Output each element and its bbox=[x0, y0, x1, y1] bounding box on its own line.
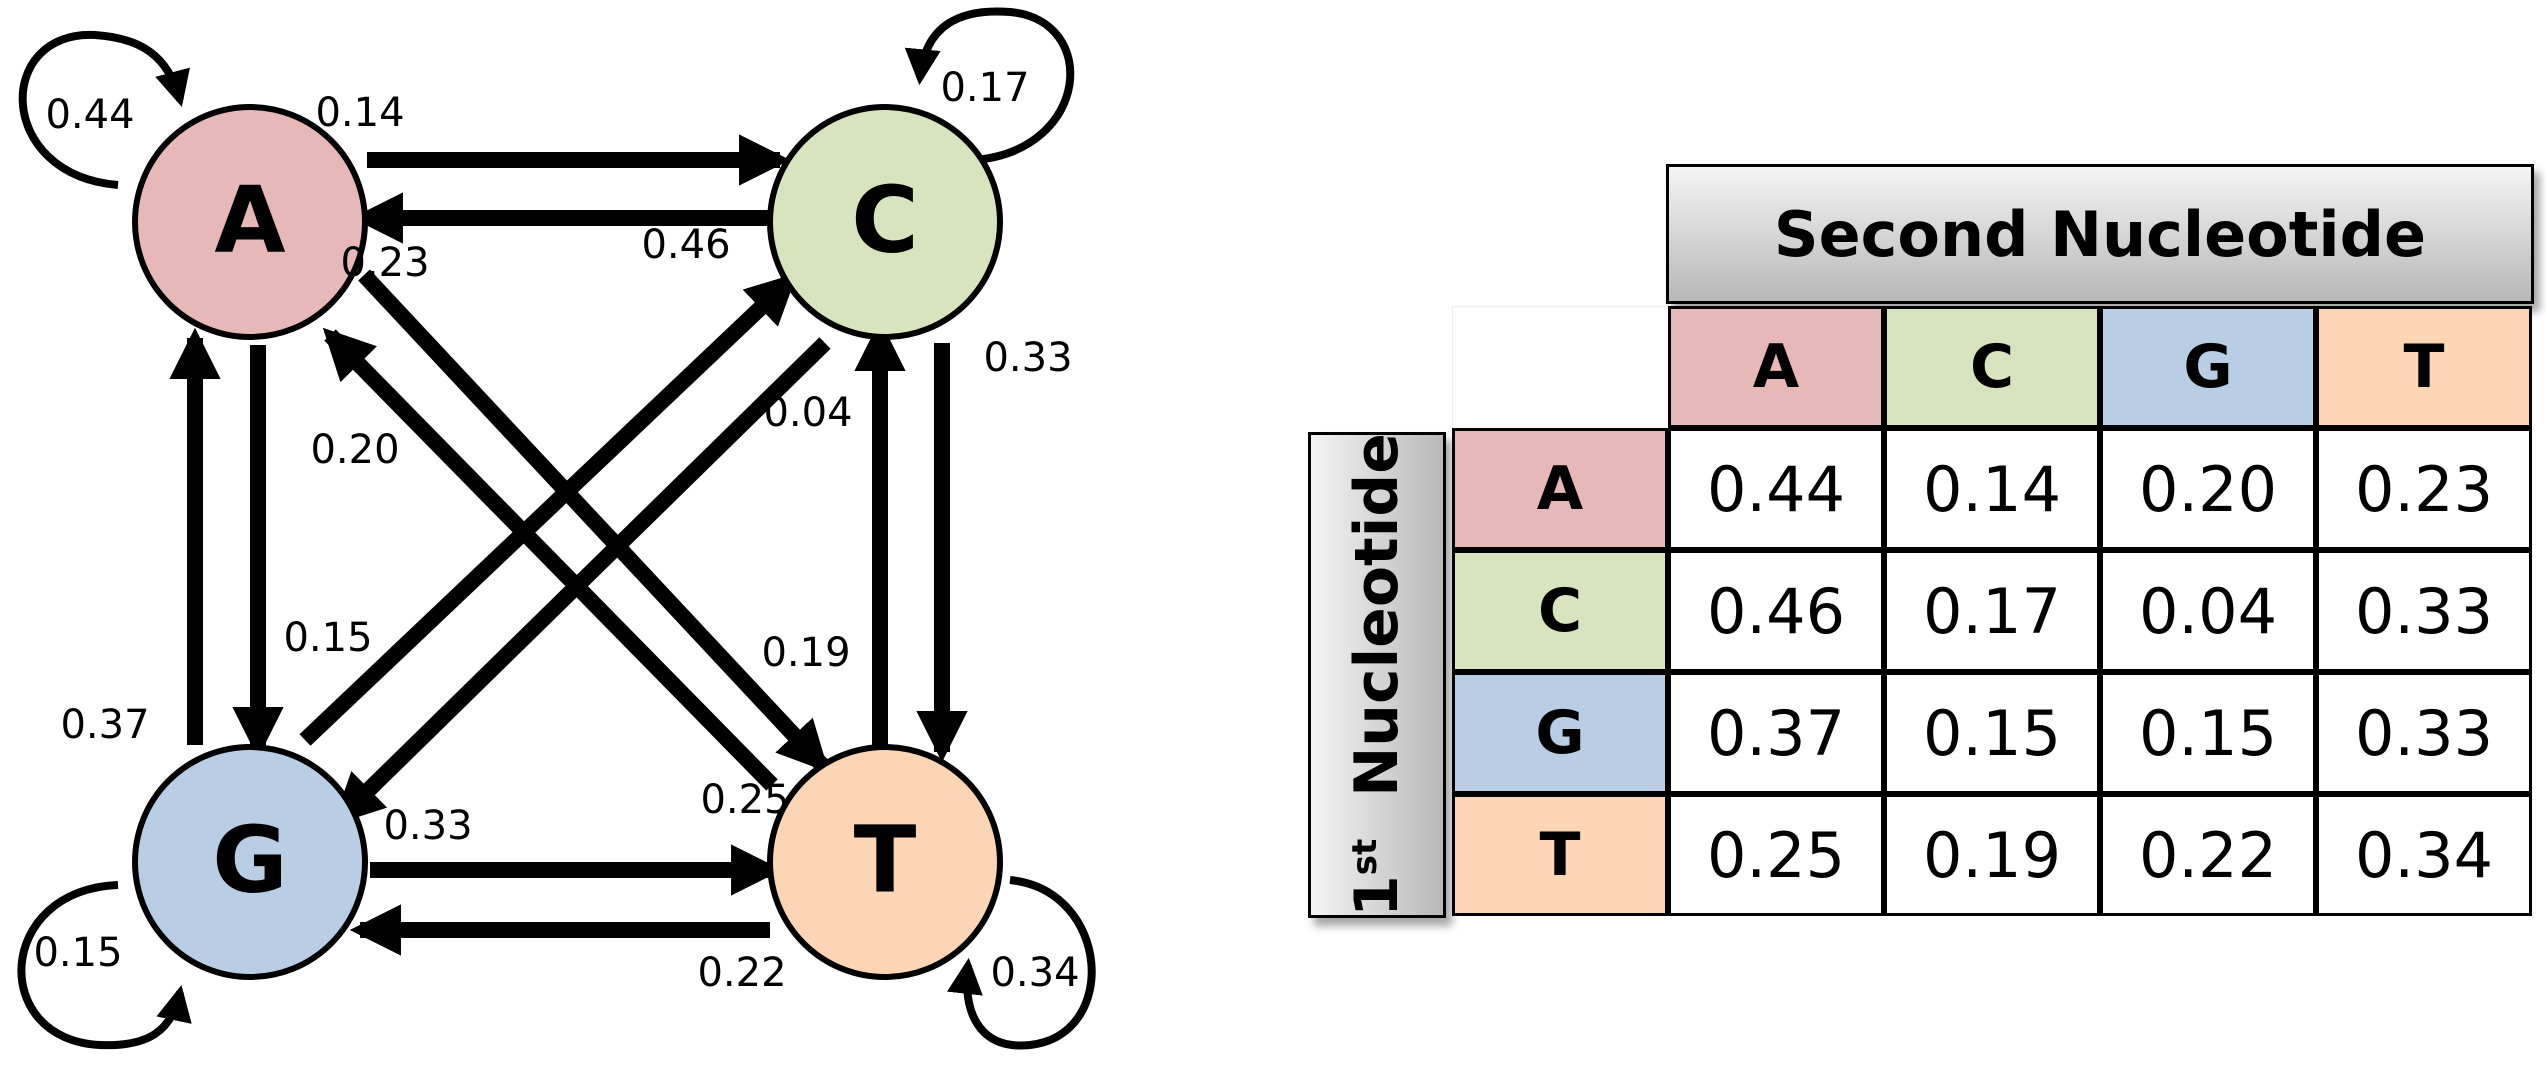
row-header-c: C bbox=[1452, 550, 1668, 672]
edge-g-to-g-probability: 0.15 bbox=[33, 930, 122, 976]
node-a-circle bbox=[132, 104, 368, 340]
cell-g-a: 0.37 bbox=[1668, 672, 1884, 794]
markov-transition-diagram: A C G T 0.44 0.14 0.20 0.23 0.46 0.17 0.04 0.33 0.3… bbox=[17, 7, 1096, 1050]
edge-c-to-c-arrow bbox=[904, 7, 1075, 164]
node-t-circle bbox=[767, 744, 1003, 980]
column-header-t: T bbox=[2316, 306, 2532, 428]
cell-c-t: 0.33 bbox=[2316, 550, 2532, 672]
edge-g-to-c-arrow bbox=[299, 272, 798, 746]
node-a-label: A bbox=[214, 166, 285, 273]
edge-a-to-a-probability: 0.44 bbox=[45, 92, 134, 138]
edge-c-to-a-probability: 0.46 bbox=[641, 222, 730, 268]
cell-c-a: 0.46 bbox=[1668, 550, 1884, 672]
edge-a-to-c-probability: 0.14 bbox=[315, 90, 404, 136]
first-nucleotide-word: Nucleotide bbox=[1342, 433, 1412, 797]
second-nucleotide-header: Second Nucleotide bbox=[1666, 164, 2534, 304]
row-header-a: A bbox=[1452, 428, 1668, 550]
first-nucleotide-ordinal-suffix: st bbox=[1345, 838, 1385, 876]
edge-t-to-t-arrow bbox=[946, 876, 1096, 1050]
edge-t-to-a-arrow bbox=[322, 327, 778, 791]
edge-g-to-a-probability: 0.37 bbox=[60, 702, 149, 748]
node-t-label: T bbox=[854, 806, 917, 913]
node-a: A bbox=[132, 104, 368, 340]
edge-t-to-t-probability: 0.34 bbox=[990, 950, 1079, 996]
first-nucleotide-header: 1st Nucleotide bbox=[1308, 432, 1446, 918]
cell-a-t: 0.23 bbox=[2316, 428, 2532, 550]
edge-t-to-g-probability: 0.22 bbox=[697, 950, 786, 996]
node-g-label: G bbox=[212, 806, 288, 913]
cell-g-t: 0.33 bbox=[2316, 672, 2532, 794]
edge-t-to-a-probability: 0.25 bbox=[700, 777, 789, 823]
column-header-g: G bbox=[2100, 306, 2316, 428]
cell-t-t: 0.34 bbox=[2316, 794, 2532, 916]
cell-a-g: 0.20 bbox=[2100, 428, 2316, 550]
edge-a-to-g-probability: 0.20 bbox=[310, 427, 399, 473]
node-t: T bbox=[767, 744, 1003, 980]
first-nucleotide-ordinal: 1 bbox=[1342, 875, 1412, 917]
edge-a-to-t-arrow bbox=[358, 269, 829, 773]
cell-g-c: 0.15 bbox=[1884, 672, 2100, 794]
edge-g-to-g-arrow bbox=[17, 881, 192, 1050]
cell-t-a: 0.25 bbox=[1668, 794, 1884, 916]
cell-a-c: 0.14 bbox=[1884, 428, 2100, 550]
edge-t-to-c-probability: 0.19 bbox=[761, 630, 850, 676]
edge-c-to-g-arrow bbox=[332, 337, 831, 826]
edge-c-to-g-probability: 0.04 bbox=[763, 390, 852, 436]
edge-g-to-t-probability: 0.33 bbox=[383, 803, 472, 849]
edge-a-to-t-probability: 0.23 bbox=[340, 240, 429, 286]
cell-g-g: 0.15 bbox=[2100, 672, 2316, 794]
cell-t-g: 0.22 bbox=[2100, 794, 2316, 916]
cell-c-c: 0.17 bbox=[1884, 550, 2100, 672]
node-g-circle bbox=[132, 744, 368, 980]
edge-g-to-c-probability: 0.15 bbox=[283, 615, 372, 661]
edge-c-to-t-probability: 0.33 bbox=[983, 335, 1072, 381]
node-c-label: C bbox=[851, 166, 919, 273]
row-header-t: T bbox=[1452, 794, 1668, 916]
row-header-g: G bbox=[1452, 672, 1668, 794]
column-header-c: C bbox=[1884, 306, 2100, 428]
column-header-a: A bbox=[1668, 306, 1884, 428]
node-c-circle bbox=[767, 104, 1003, 340]
table-corner bbox=[1452, 306, 1668, 428]
edge-c-to-c-probability: 0.17 bbox=[940, 65, 1029, 111]
cell-a-a: 0.44 bbox=[1668, 428, 1884, 550]
edge-a-to-a-arrow bbox=[18, 30, 190, 189]
cell-c-g: 0.04 bbox=[2100, 550, 2316, 672]
node-c: C bbox=[767, 104, 1003, 340]
node-g: G bbox=[132, 744, 368, 980]
cell-t-c: 0.19 bbox=[1884, 794, 2100, 916]
